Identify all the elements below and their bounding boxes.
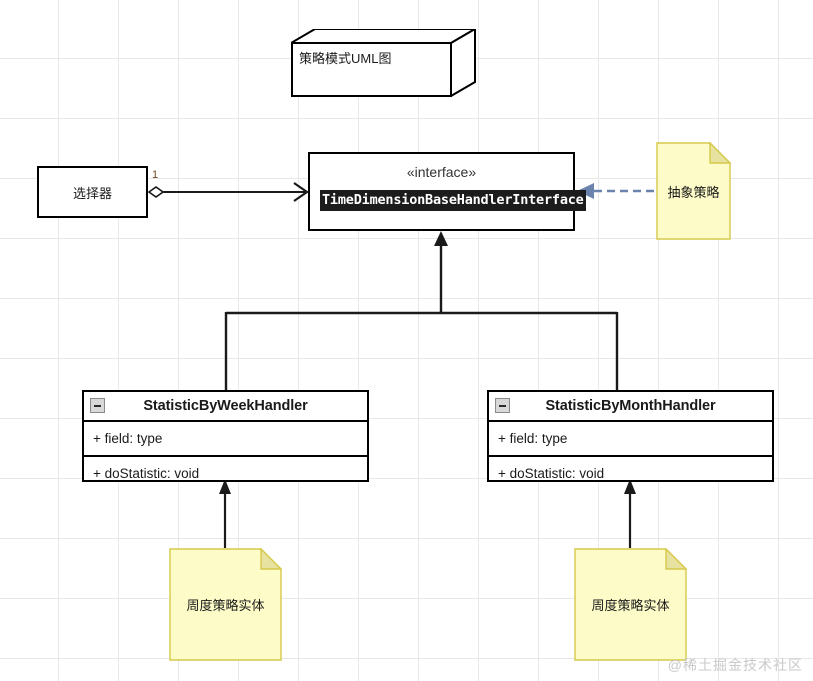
class-header: StatisticByWeekHandler (84, 392, 367, 422)
class-attribute-row: + field: type (84, 422, 367, 457)
class-name-label: StatisticByWeekHandler (143, 398, 308, 414)
note-shape (574, 547, 688, 661)
diagram-title-label: 策略模式UML图 (299, 51, 392, 66)
note-label: 周度策略实体 (186, 598, 265, 613)
interface-box[interactable]: «interface» TimeDimensionBaseHandlerInte… (308, 152, 586, 231)
dashed-link-note-to-interface (577, 183, 654, 199)
selector-label: 选择器 (72, 185, 112, 201)
multiplicity-label: 1 (152, 169, 159, 181)
link-note-to-week-class (219, 479, 231, 548)
class-name-label: StatisticByMonthHandler (545, 398, 716, 414)
link-note-to-month-class (624, 479, 636, 548)
watermark-label: @稀土掘金技术社区 (667, 657, 803, 673)
note-shape (656, 141, 732, 240)
minus-icon[interactable] (495, 398, 510, 413)
note-shape (169, 547, 283, 661)
note-week-strategy-entity[interactable]: 周度策略实体 (169, 547, 283, 661)
minus-icon[interactable] (90, 398, 105, 413)
note-abstract-strategy[interactable]: 抽象策略 (656, 141, 732, 240)
note-label: 周度策略实体 (591, 598, 670, 613)
selector-box[interactable]: 选择器 (37, 166, 148, 218)
note-label: 抽象策略 (667, 184, 720, 200)
title-box-3d-shape (291, 29, 476, 97)
interface-name-label: TimeDimensionBaseHandlerInterface (320, 190, 586, 211)
diagram-title-box[interactable]: 策略模式UML图 (291, 29, 476, 97)
note-month-strategy-entity[interactable]: 周度策略实体 (574, 547, 688, 661)
inheritance-tree (224, 231, 619, 390)
class-attribute-row: + field: type (489, 422, 772, 457)
class-operation-row: + doStatistic: void (498, 466, 605, 481)
aggregation-selector-to-interface (147, 182, 309, 202)
class-box-statistic-by-month-handler[interactable]: StatisticByMonthHandler + field: type + … (487, 390, 774, 482)
class-operation-row: + doStatistic: void (93, 466, 200, 481)
interface-stereotype-label: «interface» (406, 164, 477, 180)
class-box-statistic-by-week-handler[interactable]: StatisticByWeekHandler + field: type + d… (82, 390, 369, 482)
class-header: StatisticByMonthHandler (489, 392, 772, 422)
